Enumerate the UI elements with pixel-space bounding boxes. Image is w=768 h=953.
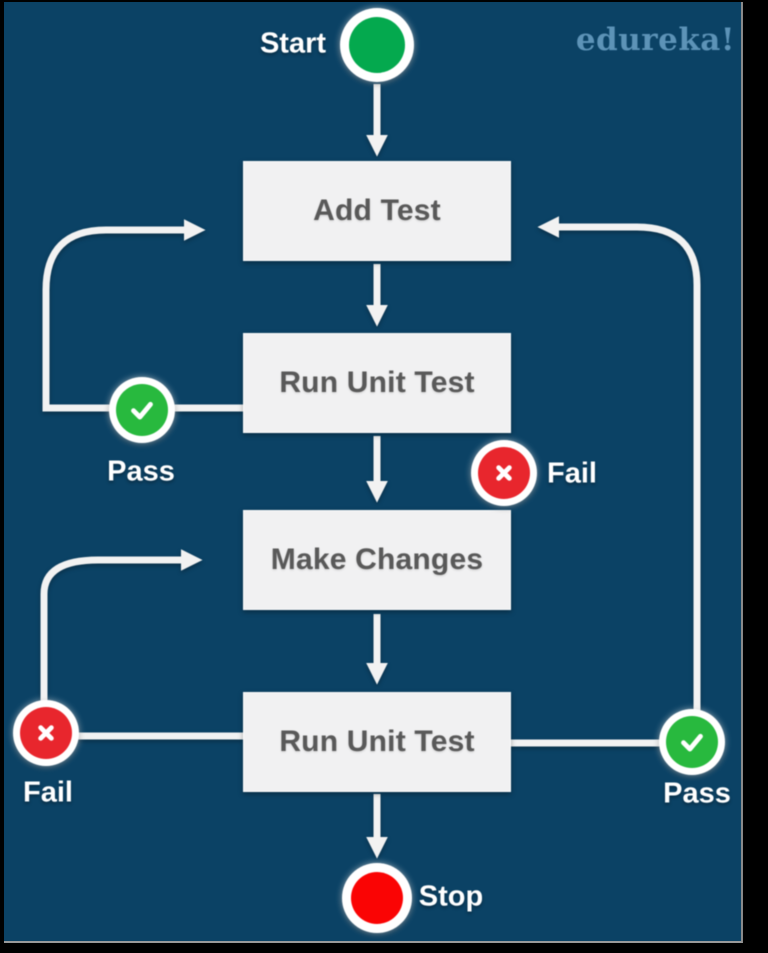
start-green-dot	[349, 17, 405, 73]
node-make-changes-label: Make Changes	[270, 543, 484, 576]
pass-check-icon	[659, 709, 725, 775]
start-circle-icon	[340, 8, 414, 82]
node-run-unit-test-1-label: Run Unit Test	[279, 366, 475, 399]
pass-check-icon	[109, 377, 175, 443]
stop-circle-icon	[342, 863, 412, 933]
node-run-unit-test-2-label: Run Unit Test	[279, 725, 475, 758]
fail-x-glyph	[20, 707, 72, 759]
stop-red-dot	[351, 872, 403, 924]
node-add-test: Add Test	[243, 161, 511, 261]
pass-check-glyph	[116, 384, 168, 436]
node-add-test-label: Add Test	[313, 194, 441, 227]
pass-left-label: Pass	[107, 455, 175, 488]
pass-right-label: Pass	[663, 777, 731, 810]
pass-check-glyph	[666, 716, 718, 768]
start-label: Start	[259, 27, 327, 60]
fail-right-label: Fail	[547, 457, 597, 490]
fail-left-label: Fail	[23, 776, 73, 809]
fail-x-glyph	[478, 447, 530, 499]
fail-x-icon	[13, 700, 79, 766]
arrow-pass-right-to-addtest	[510, 216, 701, 747]
edureka-logo: edureka!	[575, 22, 735, 58]
arrow-pass-loop-to-addtest	[42, 219, 243, 412]
node-make-changes: Make Changes	[243, 510, 511, 610]
stop-label: Stop	[418, 880, 484, 913]
fail-x-icon	[471, 440, 537, 506]
node-run-unit-test-2: Run Unit Test	[243, 692, 511, 792]
node-run-unit-test-1: Run Unit Test	[243, 333, 511, 433]
arrow-fail-loop-to-makechanges	[40, 549, 243, 740]
